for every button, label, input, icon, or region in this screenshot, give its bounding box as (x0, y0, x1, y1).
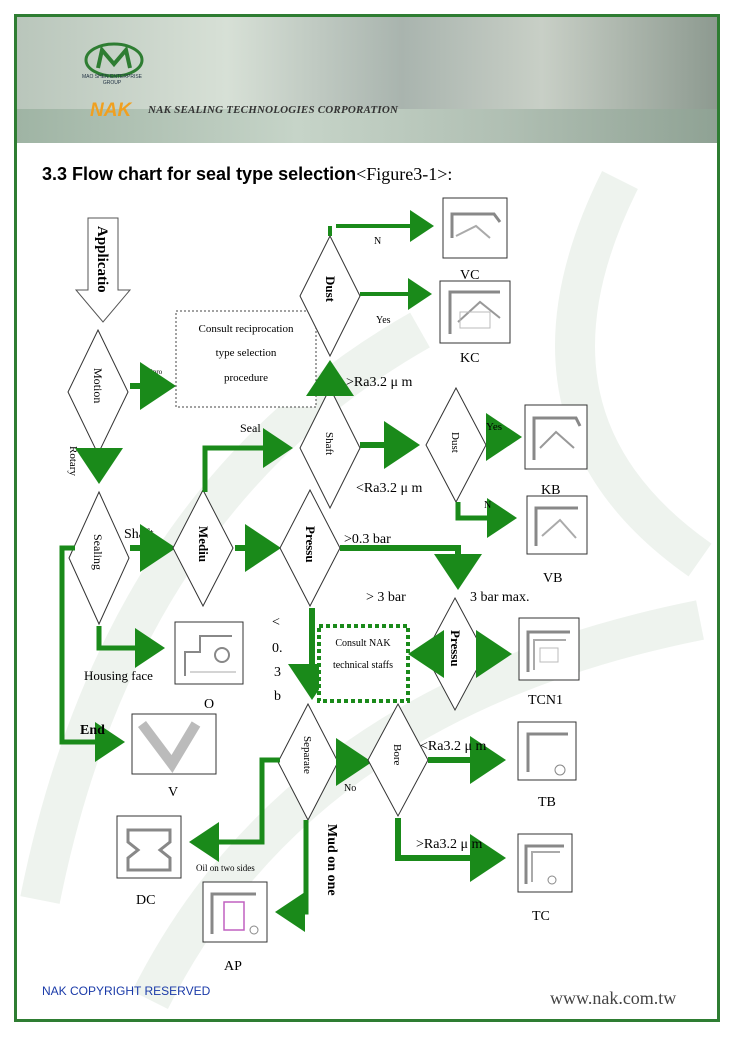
n-top-label: N (374, 236, 381, 247)
mud-one-label: Mud on one (324, 824, 339, 896)
title-main: 3.3 Flow chart for seal type selection (42, 164, 357, 184)
consult-nak-line2: technical staffs (333, 660, 393, 671)
ra-lt-bottom-label: <Ra3.2 μ m (420, 739, 486, 754)
consult-reciprocation-line3: procedure (224, 372, 268, 384)
shaft-diamond-label: Shaft (323, 432, 335, 455)
vc-label: VC (460, 268, 479, 283)
vb-label: VB (543, 571, 562, 586)
ap-seal-picture (202, 881, 268, 943)
sealing-diamond: Sealing (68, 490, 130, 626)
oil-two-sides-label: Oil on two sides (196, 863, 255, 873)
ra-gt-top-label: >Ra3.2 μ m (346, 375, 412, 390)
line-separate-ap (275, 820, 309, 932)
application-arrow: Applicatio (74, 217, 132, 323)
group-name: MAO SHEN ENTERPRISE GROUP (82, 74, 143, 86)
tb-label: TB (538, 795, 556, 810)
tc-seal-picture (517, 833, 573, 893)
line-dust-mid-n (455, 498, 517, 538)
o-label: O (204, 697, 214, 712)
vc-seal-picture (442, 197, 508, 259)
consult-reciprocation-box: Consult reciprocation type selection pro… (175, 310, 317, 408)
application-label: Applicatio (94, 226, 110, 293)
lt-03-char1: < (272, 615, 280, 630)
ra-gt-bottom-label: >Ra3.2 μ m (416, 837, 482, 852)
page-title: 3.3 Flow chart for seal type selection<F… (42, 164, 452, 185)
kc-label: KC (460, 351, 479, 366)
page-frame (14, 14, 720, 1022)
company-logo (84, 42, 144, 78)
logo-m-mark (96, 45, 132, 69)
consult-reciprocation-line2: type selection (216, 347, 277, 359)
line-separate-dc (189, 757, 280, 862)
kc-seal-picture (439, 280, 511, 344)
tb-seal-picture (517, 721, 577, 781)
n-mid-label: N (484, 500, 491, 511)
shaft-branch-label: Shaft (124, 527, 154, 542)
dc-label: DC (136, 893, 155, 908)
line-bore-tc (395, 818, 506, 882)
company-name: NAK SEALING TECHNOLOGIES CORPORATION (148, 104, 399, 116)
housing-face-label: Housing face (84, 668, 153, 683)
ap-label: AP (224, 959, 242, 974)
yes-mid-label: Yes (486, 421, 502, 433)
lt-03-char2: 0. (272, 641, 283, 656)
rotary-label: Rotary (67, 446, 79, 476)
dust-mid-label: Dust (449, 432, 461, 453)
v-seal-picture (131, 713, 217, 775)
motion-label: Motion (91, 368, 105, 403)
kb-label: KB (541, 483, 560, 498)
bore-diamond: Bore (367, 702, 429, 818)
v-label: V (168, 785, 178, 800)
pressure-1-diamond: Pressu (279, 488, 341, 608)
medium-label: Mediu (196, 526, 211, 562)
line-sealing-housing (96, 626, 165, 668)
dust-mid-diamond: Dust (425, 386, 487, 504)
bore-label: Bore (391, 744, 403, 766)
title-figure-ref: <Figure3-1>: (356, 164, 453, 184)
logo-ring (84, 42, 144, 78)
nak-brand-mark: NAK (90, 100, 132, 121)
separate-diamond: Separate (277, 702, 339, 822)
tcn1-seal-picture (518, 617, 580, 681)
lt-03-char4: b (274, 689, 281, 704)
header-banner (17, 17, 717, 143)
motion-diamond: Motion (67, 328, 129, 456)
medium-diamond: Mediu (172, 488, 234, 608)
line-pressure-gt03 (340, 545, 482, 590)
dust-top-diamond: Dust (299, 234, 361, 358)
tc-label: TC (532, 909, 550, 924)
banner-strip (17, 109, 717, 143)
pressure-2-label: Pressu (448, 630, 463, 667)
end-label: End (80, 723, 105, 738)
pressure-2-diamond: Pressu (424, 596, 486, 712)
dust-top-label: Dust (323, 276, 338, 303)
consult-nak-box: Consult NAK technical staffs (317, 624, 410, 703)
gt-03-label: >0.3 bar (344, 532, 391, 547)
line-sealing-end (59, 545, 125, 762)
tcn1-label: TCN1 (528, 693, 563, 708)
separate-label: Separate (301, 736, 313, 774)
consult-nak-line1: Consult NAK (335, 638, 391, 649)
gt-3-label: > 3 bar (366, 590, 406, 605)
lt-03-char3: 3 (274, 665, 281, 680)
yes-top-label: Yes (376, 315, 391, 326)
sealing-label: Sealing (91, 534, 105, 570)
reciprocating-label: Recipro (140, 368, 163, 376)
website-link[interactable]: www.nak.com.tw (550, 988, 677, 1008)
ra-lt-mid-label: <Ra3.2 μ m (356, 481, 422, 496)
kb-seal-picture (524, 404, 588, 470)
shaft-diamond: Shaft (299, 386, 361, 510)
seal-label: Seal (240, 421, 261, 435)
consult-reciprocation-line1: Consult reciprocation (198, 323, 294, 335)
no-label: No (344, 783, 356, 794)
copyright-notice: NAK COPYRIGHT RESERVED (42, 984, 211, 998)
o-ring-picture (174, 621, 244, 685)
vb-seal-picture (526, 495, 588, 555)
dc-seal-picture (116, 815, 182, 879)
line-medium-shaft (202, 428, 293, 492)
max-3-label: 3 bar max. (470, 590, 529, 605)
pressure-1-label: Pressu (303, 526, 318, 563)
